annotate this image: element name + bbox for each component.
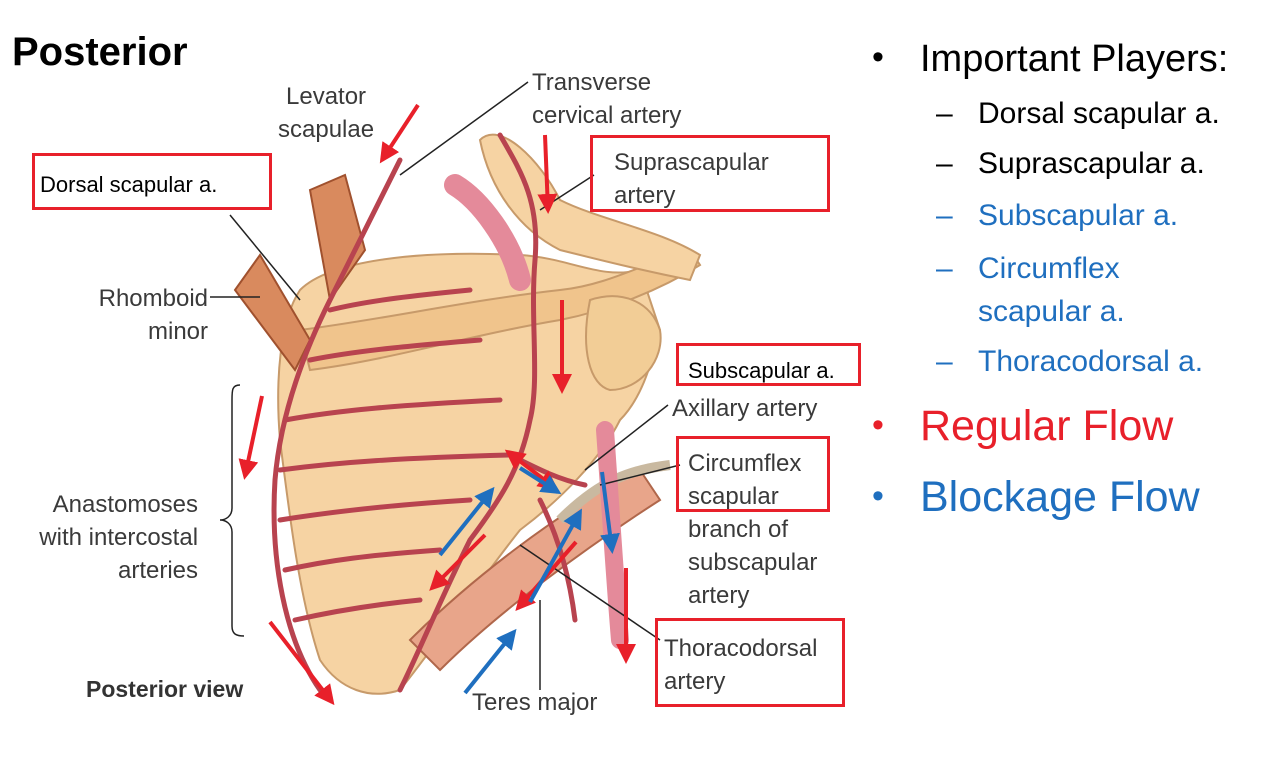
label-posterior-view: Posterior view	[86, 676, 244, 702]
red-arrow	[429, 533, 487, 591]
red-arrow	[379, 103, 420, 164]
dash: –	[936, 345, 953, 378]
bullet-item: Circumflex	[978, 252, 1120, 285]
blockage-flow-arrows	[438, 466, 620, 695]
box-subscapular	[676, 343, 861, 386]
scapula-artery-illustration	[210, 81, 702, 706]
label-anastomoses: Anastomoses with intercostal arteries	[39, 491, 199, 584]
box-circumflex	[676, 436, 830, 512]
label-teres-major: Teres major	[472, 689, 598, 716]
slide-title: Posterior	[12, 30, 188, 74]
blue-arrow	[518, 466, 562, 495]
boxed-note-subscapular: Subscapular a.	[688, 358, 835, 383]
red-arrow	[537, 134, 558, 214]
blue-arrow	[600, 471, 620, 554]
bullet-heading: Important Players:	[920, 38, 1229, 80]
blue-arrow	[528, 508, 582, 603]
legend-dot-blockage: •	[872, 477, 884, 515]
bullet-item: Suprascapular a.	[978, 147, 1205, 180]
dash: –	[936, 147, 953, 180]
red-arrow	[238, 395, 264, 480]
legend-blockage-flow: Blockage Flow	[920, 473, 1200, 521]
bullet-item: scapular a.	[978, 295, 1125, 328]
dash: –	[936, 199, 953, 232]
bullet-item: Thoracodorsal a.	[978, 345, 1204, 378]
box-thoracodorsal	[655, 618, 845, 707]
blue-arrow	[463, 628, 517, 695]
coracoid	[585, 295, 662, 392]
boxed-note-dorsal-scapular: Dorsal scapular a.	[40, 172, 218, 197]
dash: –	[936, 97, 953, 130]
label-axillary: Axillary artery	[672, 395, 818, 422]
legend-dot-regular: •	[872, 406, 884, 444]
acromion	[478, 133, 702, 282]
axillary-artery-vessel	[444, 174, 531, 291]
bullet-item: Subscapular a.	[978, 199, 1179, 232]
label-circumflex: Circumflex scapular branch of subscapula…	[688, 450, 818, 609]
box-dorsal-scapular	[32, 153, 272, 210]
levator-scapulae-muscle	[308, 173, 367, 303]
legend-regular-flow: Regular Flow	[920, 402, 1174, 450]
teres-major-muscle	[408, 468, 662, 672]
box-suprascapular	[590, 135, 830, 212]
bullet-item: Dorsal scapular a.	[978, 97, 1220, 130]
dash: –	[936, 252, 953, 285]
leader-lines	[210, 81, 681, 690]
red-arrow	[268, 620, 335, 706]
blue-arrow	[438, 486, 495, 557]
bullet-dot: •	[872, 38, 884, 76]
